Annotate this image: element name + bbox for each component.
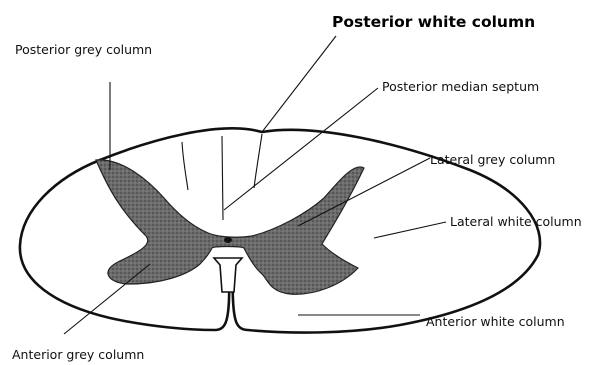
label-posterior-median-septum: Posterior median septum [382,79,539,94]
label-anterior-white-column: Anterior white column [426,314,565,329]
label-lateral-grey-column: Lateral grey column [430,152,555,167]
label-posterior-grey-column: Posterior grey column [15,42,152,57]
leader-posterior-white-column [262,36,336,132]
label-posterior-white-column: Posterior white column [332,13,535,31]
label-anterior-grey-column: Anterior grey column [12,347,144,362]
central-canal [224,237,232,243]
label-lateral-white-column: Lateral white column [450,214,582,229]
